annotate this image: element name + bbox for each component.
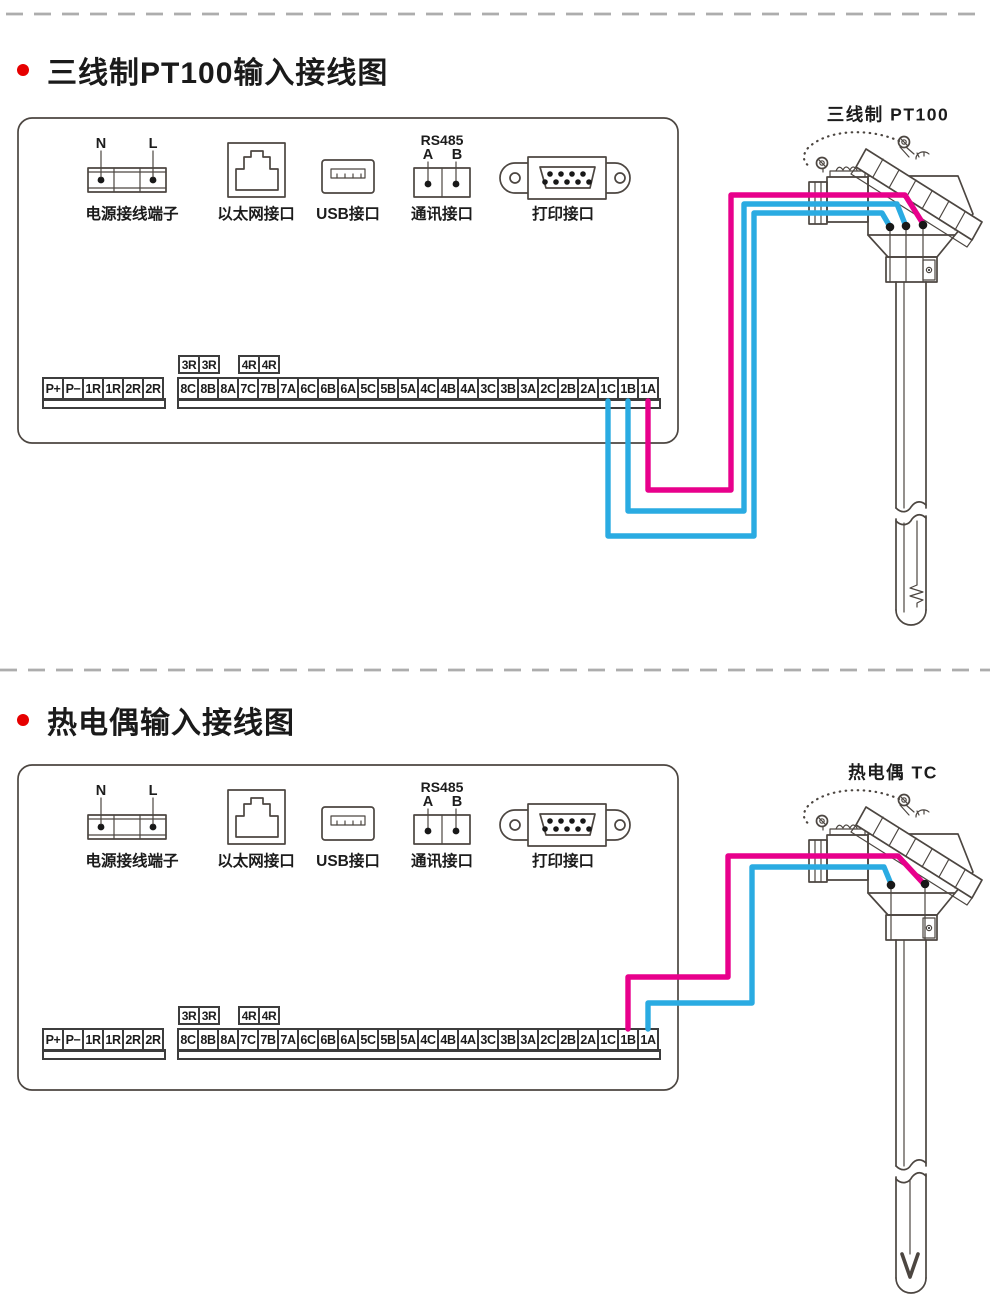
wire-pt100-1c-blue <box>605 210 892 539</box>
terminal-cell: 3R <box>178 355 200 374</box>
wire-tc-1a-blue <box>645 864 894 1032</box>
power-pin-l-label: L <box>148 136 158 152</box>
section1-title: 三线制PT100输入接线图 <box>17 48 388 92</box>
terminal-cell: 4R <box>258 355 280 374</box>
bullet-icon <box>17 64 29 76</box>
bullet-icon <box>17 714 29 726</box>
terminal-cell: 4R <box>258 1006 280 1025</box>
rs485-label: RS485 <box>420 779 464 795</box>
power-pin-l-label: L <box>148 783 158 799</box>
ethernet-caption: 以太网接口 <box>217 853 295 870</box>
sensor-tc-label: 热电偶 TC <box>848 762 938 783</box>
power-caption: 电源接线端子 <box>85 853 179 870</box>
terminal-cell: 4R <box>238 1006 260 1025</box>
printer-caption: 打印接口 <box>531 206 595 223</box>
power-pin-n-label: N <box>95 783 107 799</box>
terminal-cell: 3R <box>198 355 220 374</box>
probe-tip <box>895 1277 927 1294</box>
sensor-tc-graphic <box>802 789 984 1294</box>
rs485-pin-a-label: A <box>422 147 434 163</box>
terminal-cell: 4R <box>238 355 260 374</box>
rs485-pin-b-label: B <box>451 147 463 163</box>
terminal-base-left <box>42 1049 166 1060</box>
terminal-cell: 3R <box>178 1006 200 1025</box>
terminal-base-left <box>42 398 166 409</box>
rs485-pin-a-label: A <box>422 794 434 810</box>
printer-caption: 打印接口 <box>531 853 595 870</box>
tc-junction-symbol <box>900 1252 920 1279</box>
power-caption: 电源接线端子 <box>85 206 179 223</box>
rtd-element-symbol <box>909 584 924 608</box>
rs485-label: RS485 <box>420 132 464 148</box>
wire-pt100-1a-pink <box>645 192 925 493</box>
usb-caption: USB接口 <box>316 206 380 223</box>
terminal-cell: 3R <box>198 1006 220 1025</box>
power-pin-n-label: N <box>95 136 107 152</box>
ethernet-caption: 以太网接口 <box>217 206 295 223</box>
rs485-pin-b-label: B <box>451 794 463 810</box>
pt100-terminal-dots <box>885 220 928 232</box>
usb-caption: USB接口 <box>316 853 380 870</box>
tc-terminal-dots <box>886 879 930 890</box>
section2-title: 热电偶输入接线图 <box>17 698 295 742</box>
comm-caption: 通讯接口 <box>410 853 474 870</box>
terminal-base-right <box>177 398 661 409</box>
section1-title-text: 三线制PT100输入接线图 <box>47 57 389 90</box>
sensor-pt100-label: 三线制 PT100 <box>826 104 950 125</box>
terminal-base-right <box>177 1049 661 1060</box>
probe-tip <box>895 609 927 626</box>
wire-pt100-1b-blue <box>625 201 908 514</box>
sensor-pt100-graphic <box>802 131 984 626</box>
section2-title-text: 热电偶输入接线图 <box>47 707 295 740</box>
comm-caption: 通讯接口 <box>410 206 474 223</box>
wire-tc-1b-pink <box>625 853 926 1032</box>
